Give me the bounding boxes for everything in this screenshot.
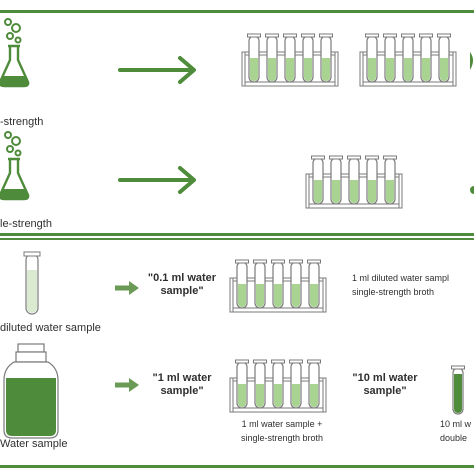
partial-icon (470, 52, 473, 70)
test-tube (252, 259, 268, 309)
single-test-tube (23, 251, 41, 315)
test-tube (252, 359, 268, 409)
test-tube (234, 259, 250, 309)
flask-icon (0, 17, 30, 88)
arrow-icon (115, 281, 139, 295)
description-line: single-strength broth (240, 433, 324, 443)
middle-frame-line-2 (0, 238, 474, 240)
description-line: double (440, 433, 468, 443)
tube-rack (229, 359, 327, 413)
test-tube (328, 155, 344, 205)
tube-rack (241, 33, 339, 87)
test-tube (306, 359, 322, 409)
description-line: 10 ml w (440, 419, 472, 429)
arrow-icon (115, 378, 139, 392)
top-row-1 (0, 17, 473, 88)
test-tube (234, 359, 250, 409)
test-tube (310, 155, 326, 205)
top-row-2 (0, 130, 474, 209)
tube-rack (305, 155, 403, 209)
test-tube (346, 155, 362, 205)
tube-rack (229, 259, 327, 313)
description-line: 1 ml water sample + (241, 419, 323, 429)
bottom-frame-line (0, 465, 474, 468)
tube-rack (359, 33, 457, 87)
row1-strength-label: -strength (0, 116, 44, 128)
test-tube (246, 33, 262, 83)
quantity-label-10ml: "10 ml water sample" (352, 372, 418, 397)
row2-strength-label: le-strength (0, 218, 52, 230)
test-tube (318, 33, 334, 83)
test-tube (400, 33, 416, 83)
test-tube (436, 33, 452, 83)
arrow-icon (118, 56, 196, 84)
quantity-label-1ml: "1 ml water sample" (152, 372, 212, 397)
test-tube (418, 33, 434, 83)
diluted-sample-label: diluted water sample (0, 322, 101, 334)
test-tube (364, 33, 380, 83)
test-tube (270, 359, 286, 409)
flask-icon (0, 130, 30, 201)
test-tube (282, 33, 298, 83)
test-tube (300, 33, 316, 83)
test-tube (264, 33, 280, 83)
test-tube (270, 259, 286, 309)
description-line: single-strength broth (352, 287, 435, 297)
water-sample-label: Water sample (0, 438, 68, 450)
test-tube (382, 33, 398, 83)
partial-icon (470, 186, 474, 194)
dark-test-tube (450, 365, 466, 415)
water-bottle (3, 343, 59, 439)
test-tube (382, 155, 398, 205)
arrow-icon (118, 166, 196, 194)
top-frame-line (0, 10, 474, 13)
quantity-label-0-1ml: "0.1 ml water sample" (147, 272, 217, 297)
description-line: 1 ml diluted water sampl (352, 273, 450, 283)
test-tube (306, 259, 322, 309)
test-tube (364, 155, 380, 205)
middle-frame-line (0, 233, 474, 236)
test-tube (288, 259, 304, 309)
test-tube (288, 359, 304, 409)
